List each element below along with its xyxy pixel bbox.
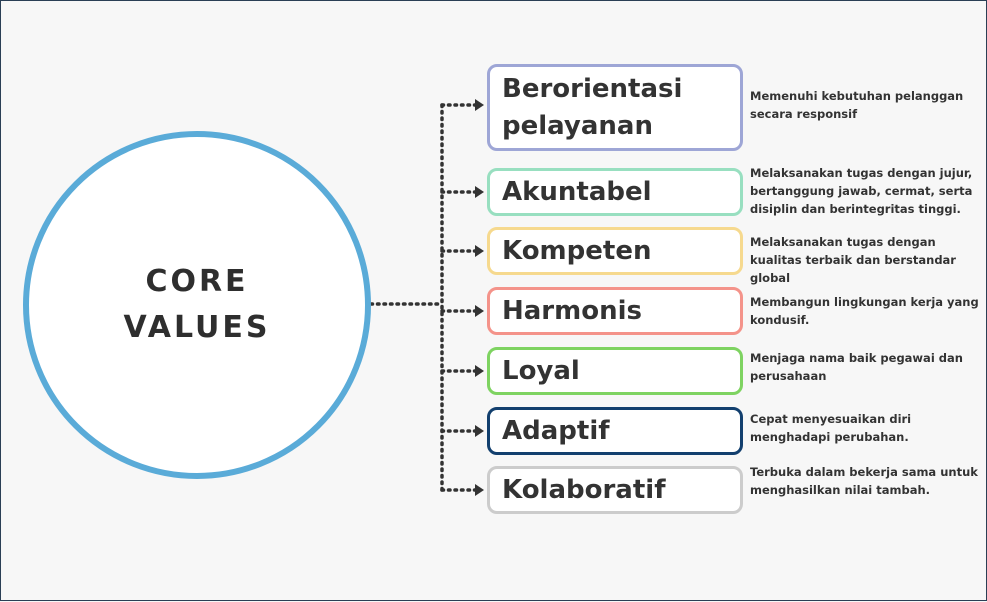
value-box-loyal: Loyal — [487, 347, 743, 395]
value-label: Kompeten — [502, 235, 652, 266]
arrowhead-icon — [475, 186, 484, 198]
arrowhead-icon — [475, 484, 484, 496]
value-description: Menjaga nama baik pegawai dan perusahaan — [750, 351, 963, 383]
value-description: Melaksanakan tugas dengan kualitas terba… — [750, 235, 956, 285]
value-label: Akuntabel — [502, 176, 652, 207]
arrowhead-icon — [475, 305, 484, 317]
value-label: Harmonis — [502, 295, 642, 326]
core-title-line1: CORE — [145, 264, 249, 299]
value-box-adaptif: Adaptif — [487, 407, 743, 455]
arrowhead-icon — [475, 365, 484, 377]
core-values-circle: CORE VALUES — [23, 131, 371, 479]
core-title-line2: VALUES — [123, 310, 271, 345]
value-description: Terbuka dalam bekerja sama untuk menghas… — [750, 465, 978, 497]
value-box-kolaboratif: Kolaboratif — [487, 466, 743, 514]
value-label: Adaptif — [502, 415, 610, 446]
value-description: Cepat menyesuaikan diri menghadapi perub… — [750, 412, 912, 444]
value-box-berorientasi-pelayanan: Berorientasi pelayanan — [487, 64, 743, 151]
value-box-kompeten: Kompeten — [487, 227, 743, 275]
value-box-harmonis: Harmonis — [487, 287, 743, 335]
value-description: Memenuhi kebutuhan pelanggan secara resp… — [750, 89, 964, 121]
value-label: Berorientasi pelayanan — [502, 73, 683, 141]
core-values-title: CORE VALUES — [124, 259, 271, 351]
value-label: Kolaboratif — [502, 474, 666, 505]
value-description: Melaksanakan tugas dengan jujur, bertang… — [750, 166, 973, 216]
arrowhead-icon — [475, 245, 484, 257]
arrowhead-icon — [475, 99, 484, 111]
arrowhead-icon — [475, 425, 484, 437]
value-label: Loyal — [502, 355, 580, 386]
value-description: Membangun lingkungan kerja yang kondusif… — [750, 295, 979, 327]
value-box-akuntabel: Akuntabel — [487, 168, 743, 216]
